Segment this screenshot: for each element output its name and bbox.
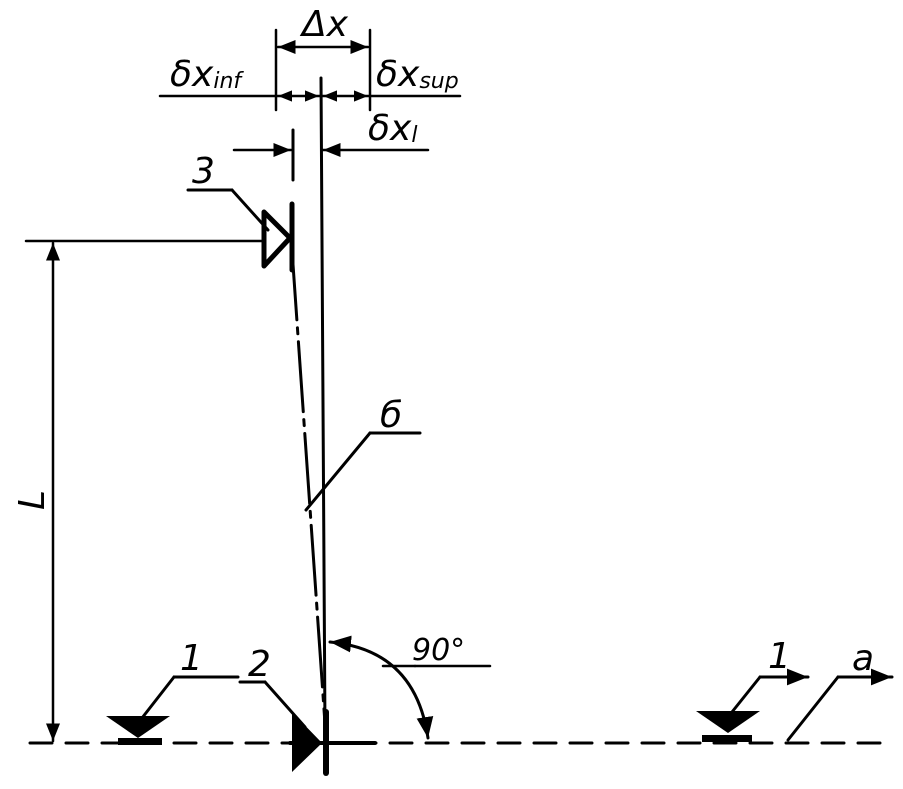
support-marker-1-right [696, 711, 760, 733]
label-dx-l: δxl [368, 108, 417, 149]
label-dx-inf: δxinf [170, 54, 244, 95]
inclined-measured-line [290, 248, 328, 740]
marker-2-leader-slant [263, 680, 307, 729]
label-marker-3: 3 [192, 151, 215, 192]
label-marker-2: 2 [248, 644, 271, 685]
vertical-reference-line [319, 76, 327, 732]
deviation-leader-slant [304, 431, 372, 512]
label-marker-1-left: 1 [180, 638, 203, 679]
triangle-marker-3 [261, 209, 293, 269]
support-base-1-right [702, 735, 752, 742]
angle-arc-90 [328, 635, 434, 740]
label-axis-a: a [852, 638, 874, 679]
support-base-1-left [118, 738, 162, 745]
marker-1-right-leader-slant [730, 675, 762, 714]
label-dim-L: L [12, 490, 53, 510]
filled-triangle-marker-2 [292, 712, 322, 772]
label-dx-sup: δxsup [376, 54, 459, 95]
axis-a-leader-slant [786, 675, 840, 742]
label-angle-90: 90° [412, 633, 465, 668]
label-deviation-b: б [380, 395, 402, 436]
support-marker-1-left [106, 716, 170, 738]
marker-1-left-leader-slant [140, 675, 176, 720]
label-marker-1-right: 1 [768, 636, 791, 677]
marker-3-leader-slant [230, 188, 270, 232]
label-delta-x: Δx [299, 4, 349, 45]
